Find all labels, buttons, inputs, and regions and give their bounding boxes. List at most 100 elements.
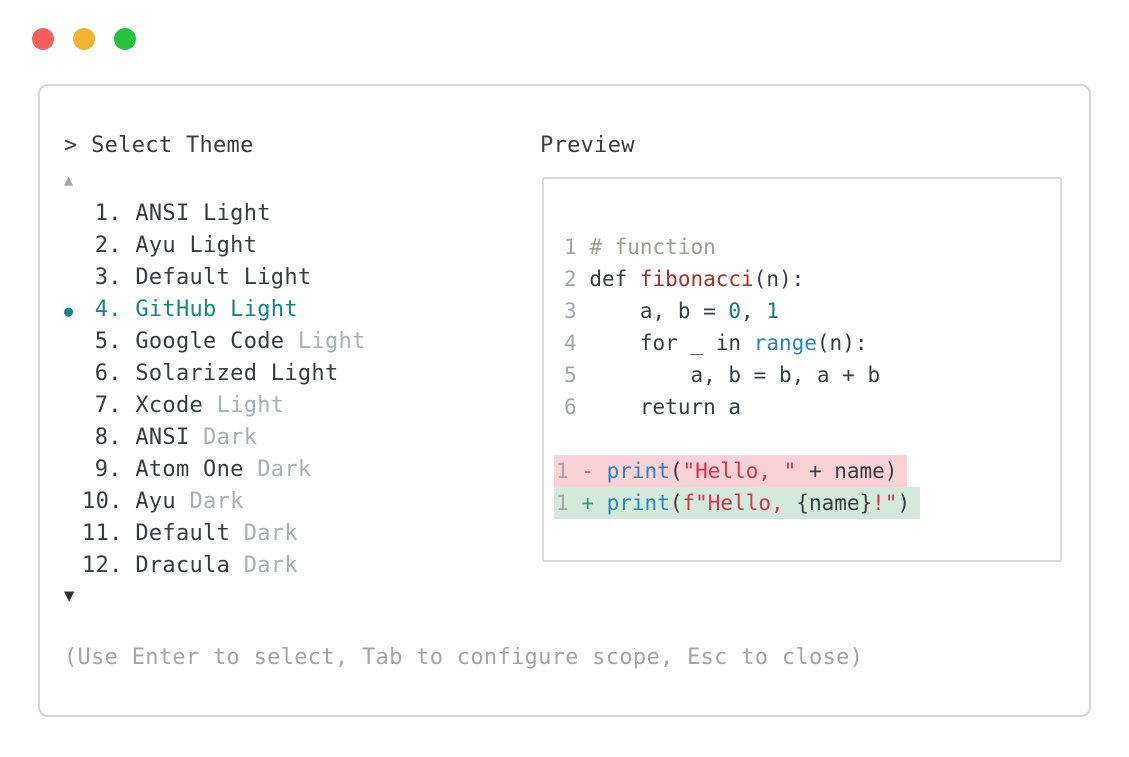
theme-list: 1. ANSI Light 2. Ayu Light 3. Default Li… [64, 198, 366, 582]
theme-variant: Light [189, 233, 258, 258]
code-token-builtin: range [753, 331, 817, 355]
theme-option-xcode-light[interactable]: 7. Xcode Light [64, 390, 366, 422]
theme-variant: Dark [203, 425, 258, 450]
diff-plus-sign: + [581, 491, 594, 515]
code-token-plain: (n): [753, 267, 805, 291]
theme-number: 8. [94, 425, 122, 450]
theme-variant: Dark [243, 521, 298, 546]
line-number: 2 [564, 267, 577, 291]
code-token-builtin: print [606, 459, 670, 483]
code-token-plain: def [589, 267, 640, 291]
code-token-plain: return a [589, 395, 742, 419]
theme-option-github-light[interactable]: ●4. GitHub Light [64, 294, 366, 326]
theme-name: Ayu [135, 233, 176, 258]
code-token-plain: for _ in [589, 331, 754, 355]
diff-minus-sign: - [581, 459, 594, 483]
theme-name: ANSI [135, 425, 190, 450]
code-line-3: 3 a, b = 0, 1 [564, 295, 920, 327]
theme-number: 4. [94, 297, 122, 322]
theme-variant: Light [230, 297, 298, 322]
selected-indicator-empty [64, 391, 82, 423]
code-line-4: 4 for _ in range(n): [564, 327, 920, 359]
selected-indicator-empty [64, 423, 82, 455]
scroll-up-icon[interactable]: ▲ [64, 171, 74, 189]
theme-option-atom-one-dark[interactable]: 9. Atom One Dark [64, 454, 366, 486]
theme-option-default-light[interactable]: 3. Default Light [64, 262, 366, 294]
theme-option-ansi-dark[interactable]: 8. ANSI Dark [64, 422, 366, 454]
line-number: 1 [556, 459, 569, 483]
theme-number: 1. [94, 201, 122, 226]
code-token-plain: a, b = [589, 299, 729, 323]
code-blank-line [564, 423, 920, 455]
code-token-number: 1 [766, 299, 779, 323]
code-line-6: 6 return a [564, 391, 920, 423]
selected-indicator-empty [64, 327, 82, 359]
selected-indicator-empty [64, 199, 82, 231]
theme-option-solarized-light[interactable]: 6. Solarized Light [64, 358, 366, 390]
theme-name: Default [135, 265, 231, 290]
theme-name: ANSI [135, 201, 190, 226]
theme-option-ayu-dark[interactable]: 10. Ayu Dark [64, 486, 366, 518]
selected-indicator-empty [64, 455, 82, 487]
code-token-comment: # function [589, 235, 716, 259]
code-token-plain: (n): [816, 331, 868, 355]
theme-option-ansi-light[interactable]: 1. ANSI Light [64, 198, 366, 230]
code-token-plain: , [741, 299, 767, 323]
code-token-number: 0 [728, 299, 742, 323]
code-token-plain: ( [669, 459, 683, 483]
theme-number: 5. [94, 329, 122, 354]
code-token-plain: + name) [796, 459, 898, 483]
window-controls [32, 28, 136, 50]
code-line-2: 2 def fibonacci(n): [564, 263, 920, 295]
theme-option-google-code-light[interactable]: 5. Google Code Light [64, 326, 366, 358]
preview-title: Preview [540, 133, 635, 158]
line-number: 5 [564, 363, 577, 387]
line-number: 3 [564, 299, 577, 323]
code-token-func: fibonacci [639, 267, 754, 291]
theme-variant: Light [216, 393, 285, 418]
theme-option-ayu-light[interactable]: 2. Ayu Light [64, 230, 366, 262]
line-number: 6 [564, 395, 577, 419]
selected-indicator-empty [64, 263, 82, 295]
theme-option-dracula-dark[interactable]: 12. Dracula Dark [64, 550, 366, 582]
selected-indicator-empty [64, 551, 82, 583]
scroll-down-icon[interactable]: ▼ [64, 586, 75, 606]
theme-name: Xcode [135, 393, 204, 418]
code-token-plain: ( [669, 491, 683, 515]
select-theme-title: > Select Theme [64, 133, 254, 158]
diff-line-removed: 1 - print("Hello, " + name) [554, 455, 920, 487]
theme-number: 10. [82, 489, 123, 514]
theme-number: 6. [94, 361, 122, 386]
code-token-plain: ) [897, 491, 911, 515]
code-token-builtin: print [606, 491, 670, 515]
zoom-button[interactable] [114, 28, 136, 50]
diff-highlight-added: 1 + print(f"Hello, {name}!") [554, 487, 921, 519]
diff-line-added: 1 + print(f"Hello, {name}!") [554, 487, 921, 519]
close-button[interactable] [32, 28, 54, 50]
minimize-button[interactable] [73, 28, 95, 50]
theme-name: Solarized [135, 361, 258, 386]
theme-variant: Light [203, 201, 271, 226]
theme-option-default-dark[interactable]: 11. Default Dark [64, 518, 366, 550]
selected-indicator-empty [64, 359, 82, 391]
theme-number: 9. [94, 457, 122, 482]
theme-variant: Light [243, 265, 312, 290]
theme-number: 12. [82, 553, 123, 578]
keyboard-hint: (Use Enter to select, Tab to configure s… [64, 645, 864, 670]
theme-variant: Light [270, 361, 339, 386]
theme-name: Dracula [135, 553, 231, 578]
code-token-string: f"Hello, [682, 491, 797, 515]
theme-selector-panel: > Select Theme ▲ 1. ANSI Light 2. Ayu Li… [38, 84, 1091, 717]
theme-name: Ayu [135, 489, 176, 514]
theme-variant: Dark [243, 553, 298, 578]
selected-indicator-empty [64, 487, 82, 519]
theme-variant: Dark [189, 489, 244, 514]
diff-highlight-removed: 1 - print("Hello, " + name) [554, 455, 908, 487]
theme-number: 7. [94, 393, 122, 418]
theme-name: Google Code [135, 329, 285, 354]
selected-indicator-empty [64, 231, 82, 263]
code-token-plain: a, b = b, a + b [589, 363, 881, 387]
theme-number: 11. [82, 521, 123, 546]
line-number: 1 [564, 235, 577, 259]
